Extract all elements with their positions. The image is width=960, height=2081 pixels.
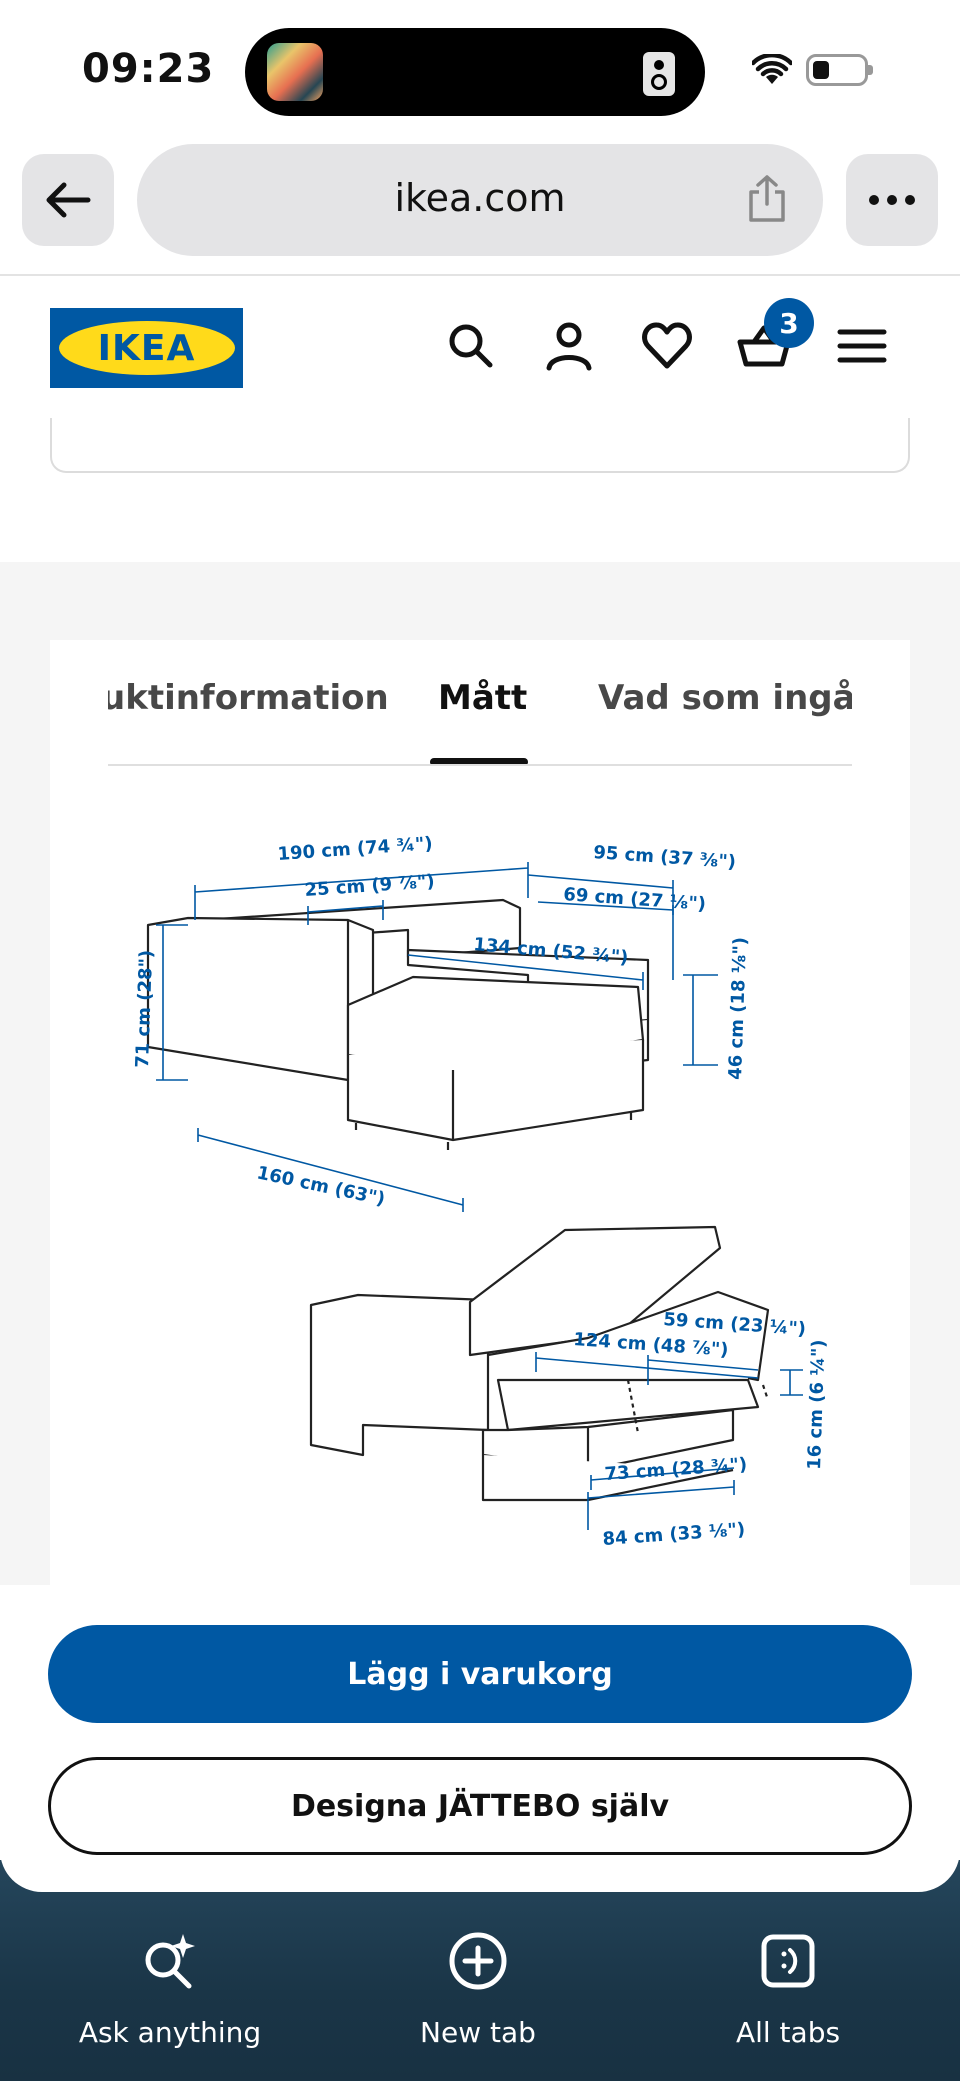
storage-dimension-lines [535,1352,803,1530]
ikea-logo[interactable]: IKEA [50,308,243,388]
depth-chaise-label: 95 cm (37 ⅜") [593,842,737,873]
armrest-width-label: 25 cm (9 ⅞") [304,871,435,901]
total-depth-label: 160 cm (63") [255,1162,387,1210]
logo-oval: IKEA [58,321,235,375]
back-button[interactable] [22,154,114,246]
ask-anything-label: Ask anything [78,2016,262,2049]
design-yourself-button[interactable]: Designa JÄTTEBO själv [48,1757,912,1855]
previous-card-edge [50,418,910,473]
width-total-label: 190 cm (74 ¾") [277,833,433,865]
height-label: 71 cm (28") [132,950,157,1069]
browser-toolbar: Ask anything New tab All tabs [0,1860,960,2081]
tab-dimensions[interactable]: Mått [438,678,528,718]
search-icon[interactable] [443,318,499,374]
storage-dimension-labels: 59 cm (23 ¼") 124 cm (48 ⅞") 16 cm (6 ¼"… [573,1309,830,1550]
url-text: ikea.com [394,176,566,220]
more-dots-icon [869,195,915,205]
tabs-icon [761,1934,815,1988]
battery-icon [806,54,873,86]
action-sheet: Lägg i varukorg Designa JÄTTEBO själv [0,1585,960,1892]
music-thumbnail-icon[interactable] [267,43,323,101]
account-icon[interactable] [541,318,597,374]
site-header: IKEA 3 [0,278,960,428]
browser-url-bar: ikea.com [0,140,960,276]
ask-anything-button[interactable]: Ask anything [40,1930,300,2049]
menu-icon[interactable] [834,318,890,374]
ask-sparkle-icon [145,1934,195,1989]
add-to-cart-button[interactable]: Lägg i varukorg [48,1625,912,1723]
url-field[interactable]: ikea.com [137,144,823,256]
tab-product-info[interactable]: uktinformation [108,678,389,718]
dynamic-island[interactable] [245,28,705,116]
dimension-diagram: 190 cm (74 ¾") 95 cm (37 ⅜") 25 cm (9 ⅞"… [132,833,830,1550]
cart-count-badge[interactable]: 3 [764,298,814,348]
top-dimension-lines [156,862,718,1212]
all-tabs-button[interactable]: All tabs [658,1930,918,2049]
status-bar: 09:23 [0,0,960,140]
speaker-icon [643,52,675,96]
more-button[interactable] [846,154,938,246]
seat-depth-label: 69 cm (27 ⅛") [563,884,707,915]
tab-whats-included[interactable]: Vad som ingår [598,678,852,718]
active-tab-indicator [430,758,528,764]
new-tab-button[interactable]: New tab [348,1930,608,2049]
status-time: 09:23 [82,46,215,92]
tray-total-label: 84 cm (33 ⅛") [602,1519,746,1550]
heart-icon[interactable] [639,318,695,374]
product-tabs: uktinformation Mått Vad som ingår [108,672,852,766]
sofa-storage-illustration [309,1225,770,1502]
wifi-icon [752,54,792,84]
plus-circle-icon [449,1932,507,1990]
new-tab-label: New tab [420,2016,536,2049]
storage-height-label: 16 cm (6 ¼") [804,1339,830,1470]
all-tabs-label: All tabs [735,2016,841,2049]
seat-height-label: 46 cm (18 ⅛") [725,937,751,1080]
logo-text: IKEA [97,327,196,369]
share-icon[interactable] [745,174,789,224]
back-arrow-icon [46,182,91,218]
sofa-top-illustration [146,898,650,1150]
